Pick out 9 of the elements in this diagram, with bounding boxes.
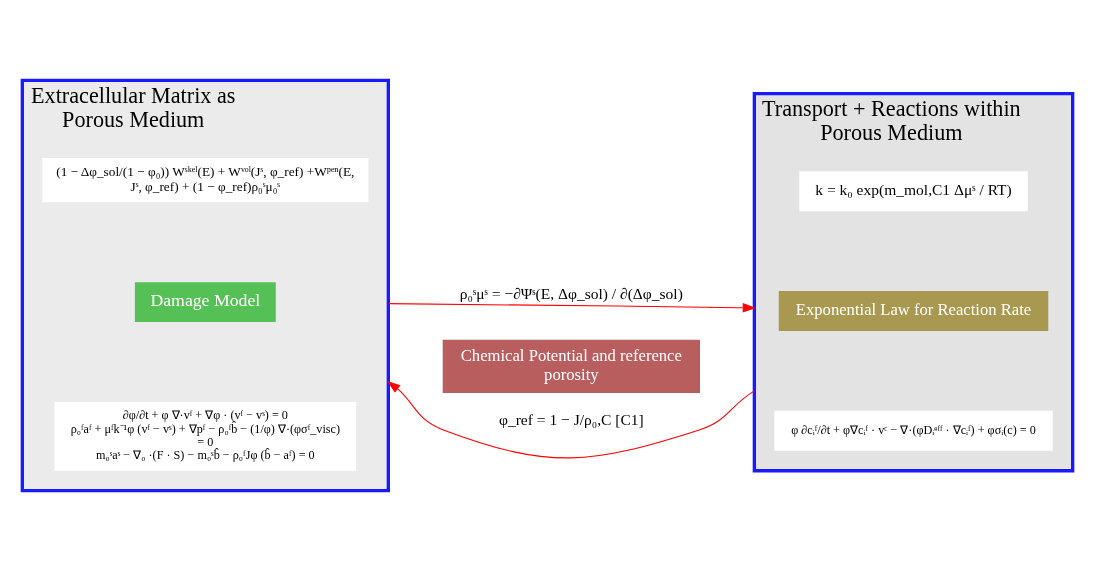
arrow — [387, 302, 757, 312]
node-box: Chemical Potential and reference porosity — [442, 339, 700, 393]
edge-label: φ_ref = 1 − J/ρ₀,C [C1] — [498, 410, 644, 428]
node-box: φ ∂cᵢᶠ/∂t + φ∇cᵢᶠ · vᶜ − ∇·(φDᵢᵉᶠᶠ · ∇cᵢᶠ) + φσᵢ(c) = 0 — [774, 410, 1053, 451]
arrow — [387, 380, 755, 458]
edge-label: ρ₀ˢμˢ = −∂Ψˢ(E, Δφ_sol) / ∂(Δφ_sol) — [459, 284, 683, 302]
node-box: k = k₀ exp(m_mol,C1 Δμˢ / RT) — [799, 170, 1028, 211]
node-box: Damage Model — [134, 281, 276, 322]
node-box: Exponential Law for Reaction Rate — [778, 290, 1049, 331]
